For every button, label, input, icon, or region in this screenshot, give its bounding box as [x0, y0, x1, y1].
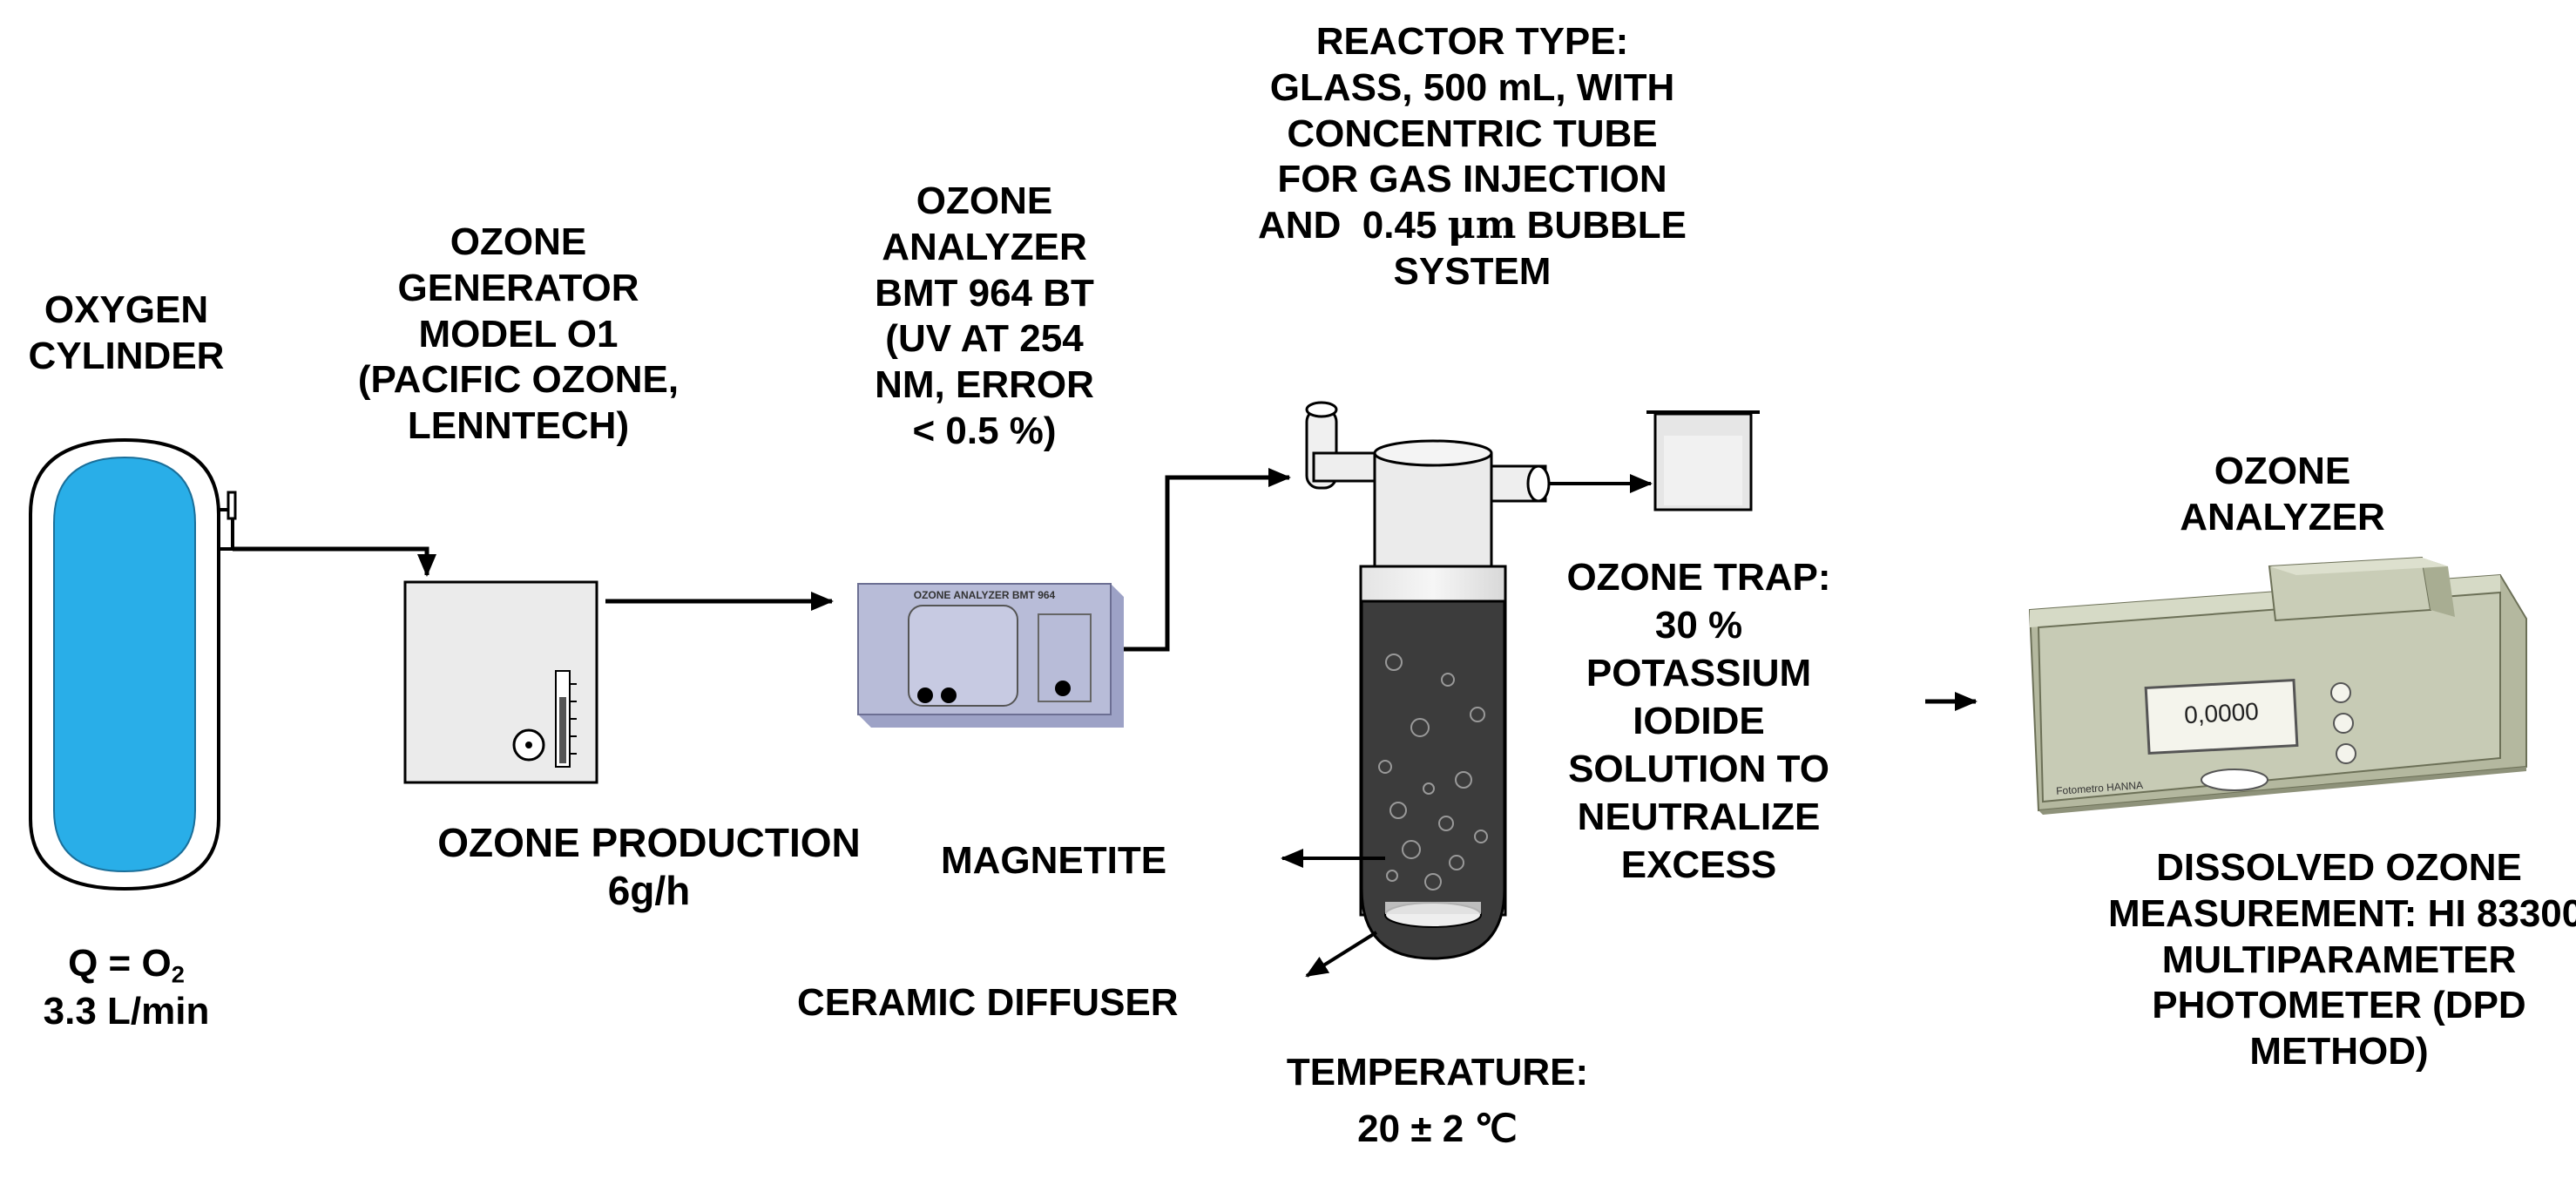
label-line: SYSTEM	[1393, 249, 1552, 293]
label-line: (PACIFIC OZONE,	[357, 358, 679, 402]
temperature-label: TEMPERATURE: 20 ± 2 ℃	[1193, 1050, 1681, 1153]
analyzer-panel-text: OZONE ANALYZER BMT 964	[913, 589, 1056, 601]
photometer-display	[2144, 679, 2299, 755]
gas-ozone-analyzer-unit	[857, 583, 1124, 728]
cylinder-body	[53, 456, 196, 873]
label-line: CONCENTRIC TUBE	[1287, 112, 1658, 155]
reactor-label: REACTOR TYPE: GLASS, 500 mL, WITH CONCEN…	[1150, 19, 1795, 295]
temperature-value: 20 ± 2 ℃	[1357, 1107, 1518, 1150]
reactor-vessel	[1305, 401, 1551, 960]
photometer-slot	[2201, 769, 2268, 791]
label-line: BMT 964 BT	[875, 271, 1094, 315]
diffuser-arrow	[1305, 931, 1378, 978]
oxygen-cylinder	[29, 437, 237, 891]
label-line: NM, ERROR	[875, 363, 1094, 407]
label-line: CYLINDER	[28, 334, 225, 377]
label-line: FOR GAS INJECTION	[1277, 158, 1667, 201]
ozone-generator-unit	[403, 580, 598, 784]
label-line: OZONE TRAP:	[1566, 556, 1831, 599]
label-line5-prefix: AND 0.45	[1258, 204, 1448, 247]
pipe-analyzer-to-reactor	[1124, 468, 1291, 652]
reactor-liquid	[1360, 599, 1506, 960]
label-line: ANALYZER	[2180, 495, 2385, 538]
ozone-production-label: OZONE PRODUCTION 6g/h	[366, 819, 932, 915]
label-line5-unit: μm	[1447, 203, 1517, 248]
label-line: EXCESS	[1620, 843, 1777, 886]
production-title: OZONE PRODUCTION	[437, 820, 861, 865]
photometer-label: OZONE ANALYZER	[2126, 449, 2439, 541]
ozone-generator-label: OZONE GENERATOR MODEL O1 (PACIFIC OZONE,…	[309, 220, 727, 450]
label-line: 30 %	[1654, 604, 1743, 647]
label-line: OZONE	[916, 179, 1053, 222]
photometer-device	[2028, 556, 2527, 815]
label-line: SOLUTION TO	[1568, 748, 1829, 790]
label-line: NEUTRALIZE	[1577, 796, 1821, 838]
label-line: < 0.5 %)	[912, 409, 1057, 452]
flow-prefix: Q = O	[68, 942, 172, 985]
label-line: POTASSIUM	[1585, 652, 1812, 694]
bubbles	[1378, 654, 1488, 891]
ozone-trap-beaker	[1646, 410, 1760, 511]
ozone-trap-label: OZONE TRAP: 30 % POTASSIUM IODIDE SOLUTI…	[1516, 553, 1882, 889]
oxygen-flow-label: Q = O2 3.3 L/min	[9, 941, 244, 1035]
gas-analyzer-label: OZONE ANALYZER BMT 964 BT (UV AT 254 NM,…	[828, 179, 1141, 455]
analyzer-window	[908, 605, 1018, 707]
label-line: IODIDE	[1633, 700, 1765, 742]
dissolved-ozone-label: DISSOLVED OZONE MEASUREMENT: HI 83300 MU…	[2108, 845, 2576, 1075]
label-line: ANALYZER	[882, 225, 1087, 268]
label-line: REACTOR TYPE:	[1315, 20, 1629, 63]
label-line: MODEL O1	[418, 312, 619, 356]
production-value: 6g/h	[607, 868, 691, 914]
temperature-title: TEMPERATURE:	[1286, 1051, 1589, 1094]
label-line: OZONE	[2214, 450, 2351, 492]
magnetite-label: MAGNETITE	[941, 839, 1167, 882]
label-line: GLASS, 500 mL, WITH	[1269, 65, 1675, 109]
ceramic-diffuser-label: CERAMIC DIFFUSER	[797, 981, 1179, 1024]
label-line: (UV AT 254	[885, 317, 1084, 361]
label-line: DISSOLVED OZONE	[2156, 846, 2522, 889]
pipe-cylinder-to-generator	[233, 546, 436, 577]
label-line: MEASUREMENT: HI 83300	[2108, 891, 2576, 935]
label-line: GENERATOR	[397, 266, 639, 309]
label-line: OXYGEN	[44, 288, 209, 331]
label-line: MULTIPARAMETER	[2161, 938, 2517, 981]
label-line: PHOTOMETER (DPD	[2152, 984, 2526, 1027]
flow-subscript: 2	[171, 960, 185, 988]
label-line5-suffix: BUBBLE	[1516, 204, 1687, 247]
oxygen-cylinder-label: OXYGEN CYLINDER	[9, 288, 244, 380]
flow-rate: 3.3 L/min	[43, 990, 210, 1033]
label-line: LENNTECH)	[407, 404, 630, 448]
label-line: OZONE	[450, 220, 587, 263]
label-line: METHOD)	[2249, 1030, 2429, 1073]
